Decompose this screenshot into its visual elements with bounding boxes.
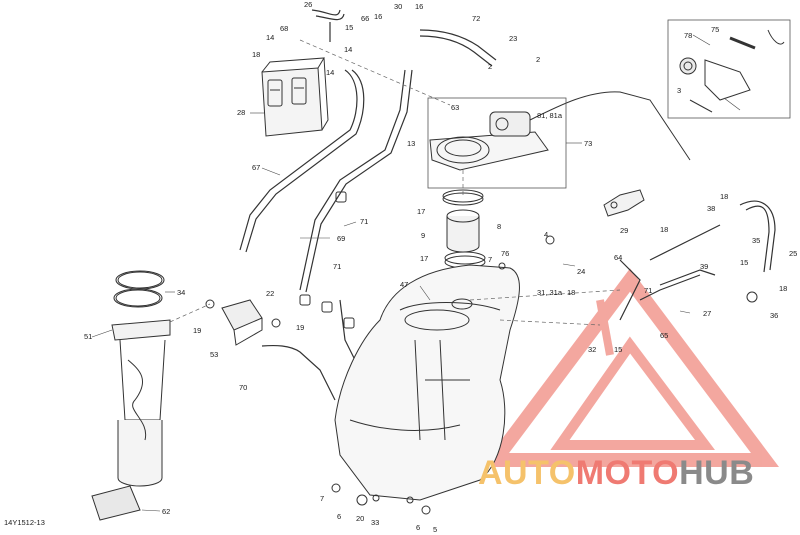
callout-18: 18 [252, 50, 260, 59]
callout-73: 73 [584, 139, 592, 148]
pump-o-ring [113, 270, 165, 308]
callout-18: 18 [660, 225, 668, 234]
callout-18: 18 [779, 284, 787, 293]
callout-65: 65 [660, 331, 668, 340]
callout-2: 2 [536, 55, 540, 64]
callout-15: 15 [345, 23, 353, 32]
callout-19: 19 [193, 326, 201, 335]
fuel-lines-right [619, 200, 776, 321]
callout-14: 14 [326, 68, 334, 77]
watermark-auto: AUTO [478, 454, 576, 492]
callout-72: 72 [472, 14, 480, 23]
fuel-pump-assembly [111, 271, 171, 487]
callout-6: 6 [337, 512, 341, 521]
callout-18: 18 [720, 192, 728, 201]
rollover-valve-53 [221, 299, 263, 346]
callout-15: 15 [740, 258, 748, 267]
fuel-pump-module-top [429, 91, 691, 171]
callout-14: 14 [266, 33, 274, 42]
callout-3: 3 [677, 86, 681, 95]
callout-5: 5 [433, 525, 437, 534]
callout-71: 71 [360, 217, 368, 226]
charcoal-canister [261, 57, 329, 137]
fuel-tank [334, 264, 520, 501]
callout-15: 15 [614, 345, 622, 354]
callout-29: 29 [620, 226, 628, 235]
callout-14: 14 [344, 45, 352, 54]
callout-9: 9 [421, 231, 425, 240]
callout-20: 20 [356, 514, 364, 523]
callout-67: 67 [252, 163, 260, 172]
callout-16: 16 [374, 12, 382, 21]
callout-64: 64 [614, 253, 622, 262]
callout-33: 33 [371, 518, 379, 527]
vent-hose-70 [261, 344, 336, 401]
callout-39: 39 [700, 262, 708, 271]
callout-8: 8 [497, 222, 501, 231]
callout-51: 51 [84, 332, 92, 341]
callout-25: 25 [789, 249, 797, 258]
callout-70: 70 [239, 383, 247, 392]
callout-35: 35 [752, 236, 760, 245]
callout-69: 69 [337, 234, 345, 243]
watermark-hub: HUB [679, 454, 755, 492]
callout-28: 28 [237, 108, 245, 117]
inset-detail-box [667, 19, 791, 119]
callout-27: 27 [703, 309, 711, 318]
callout-2: 2 [488, 62, 492, 71]
callout-71: 71 [644, 286, 652, 295]
callout-19: 19 [296, 323, 304, 332]
callout-6: 6 [416, 523, 420, 532]
watermark-wordmark: AUTOMOTOHUB [478, 454, 754, 493]
callout-17: 17 [417, 207, 425, 216]
callout-30: 30 [394, 2, 402, 11]
watermark-logo-triangle [481, 268, 779, 467]
callout-18: 18 [567, 288, 575, 297]
callout-labels: 26 68 14 18 66 16 30 16 72 15 14 14 23 2… [84, 0, 797, 534]
vent-hoses-upper [239, 9, 497, 361]
callout-66: 66 [361, 14, 369, 23]
watermark-moto: MOTO [575, 454, 680, 492]
callout-31-31a: 31, 31a [537, 288, 563, 297]
reference-dashed-lines [169, 39, 621, 326]
hose-clamps-and-filter [442, 189, 486, 269]
inline-fuel-filter [603, 189, 645, 217]
hose-clips [299, 191, 355, 329]
callout-32: 32 [588, 345, 596, 354]
pump-gasket-sheet [91, 485, 141, 521]
callout-4: 4 [544, 230, 548, 239]
callout-22: 22 [266, 289, 274, 298]
leader-lines [91, 34, 741, 512]
callout-63: 63 [451, 103, 459, 112]
callout-34: 34 [177, 288, 185, 297]
callout-7: 7 [488, 255, 492, 264]
callout-26: 26 [304, 0, 312, 9]
callout-62: 62 [162, 507, 170, 516]
callout-76: 76 [501, 249, 509, 258]
fasteners [205, 235, 758, 515]
callout-16: 16 [415, 2, 423, 11]
callout-75: 75 [711, 25, 719, 34]
inset-sender-assembly [679, 29, 785, 113]
callout-71: 71 [333, 262, 341, 271]
callout-38: 38 [707, 204, 715, 213]
callout-53: 53 [210, 350, 218, 359]
callout-68: 68 [280, 24, 288, 33]
callout-13: 13 [407, 139, 415, 148]
callout-24: 24 [577, 267, 585, 276]
callout-36: 36 [770, 311, 778, 320]
callout-81-81a: 81, 81a [537, 111, 563, 120]
callout-7: 7 [320, 494, 324, 503]
callout-78: 78 [684, 31, 692, 40]
callout-23: 23 [509, 34, 517, 43]
callout-17: 17 [420, 254, 428, 263]
diagram-reference-code: 14Y1512-13 [4, 518, 45, 527]
callout-47: 47 [400, 280, 408, 289]
